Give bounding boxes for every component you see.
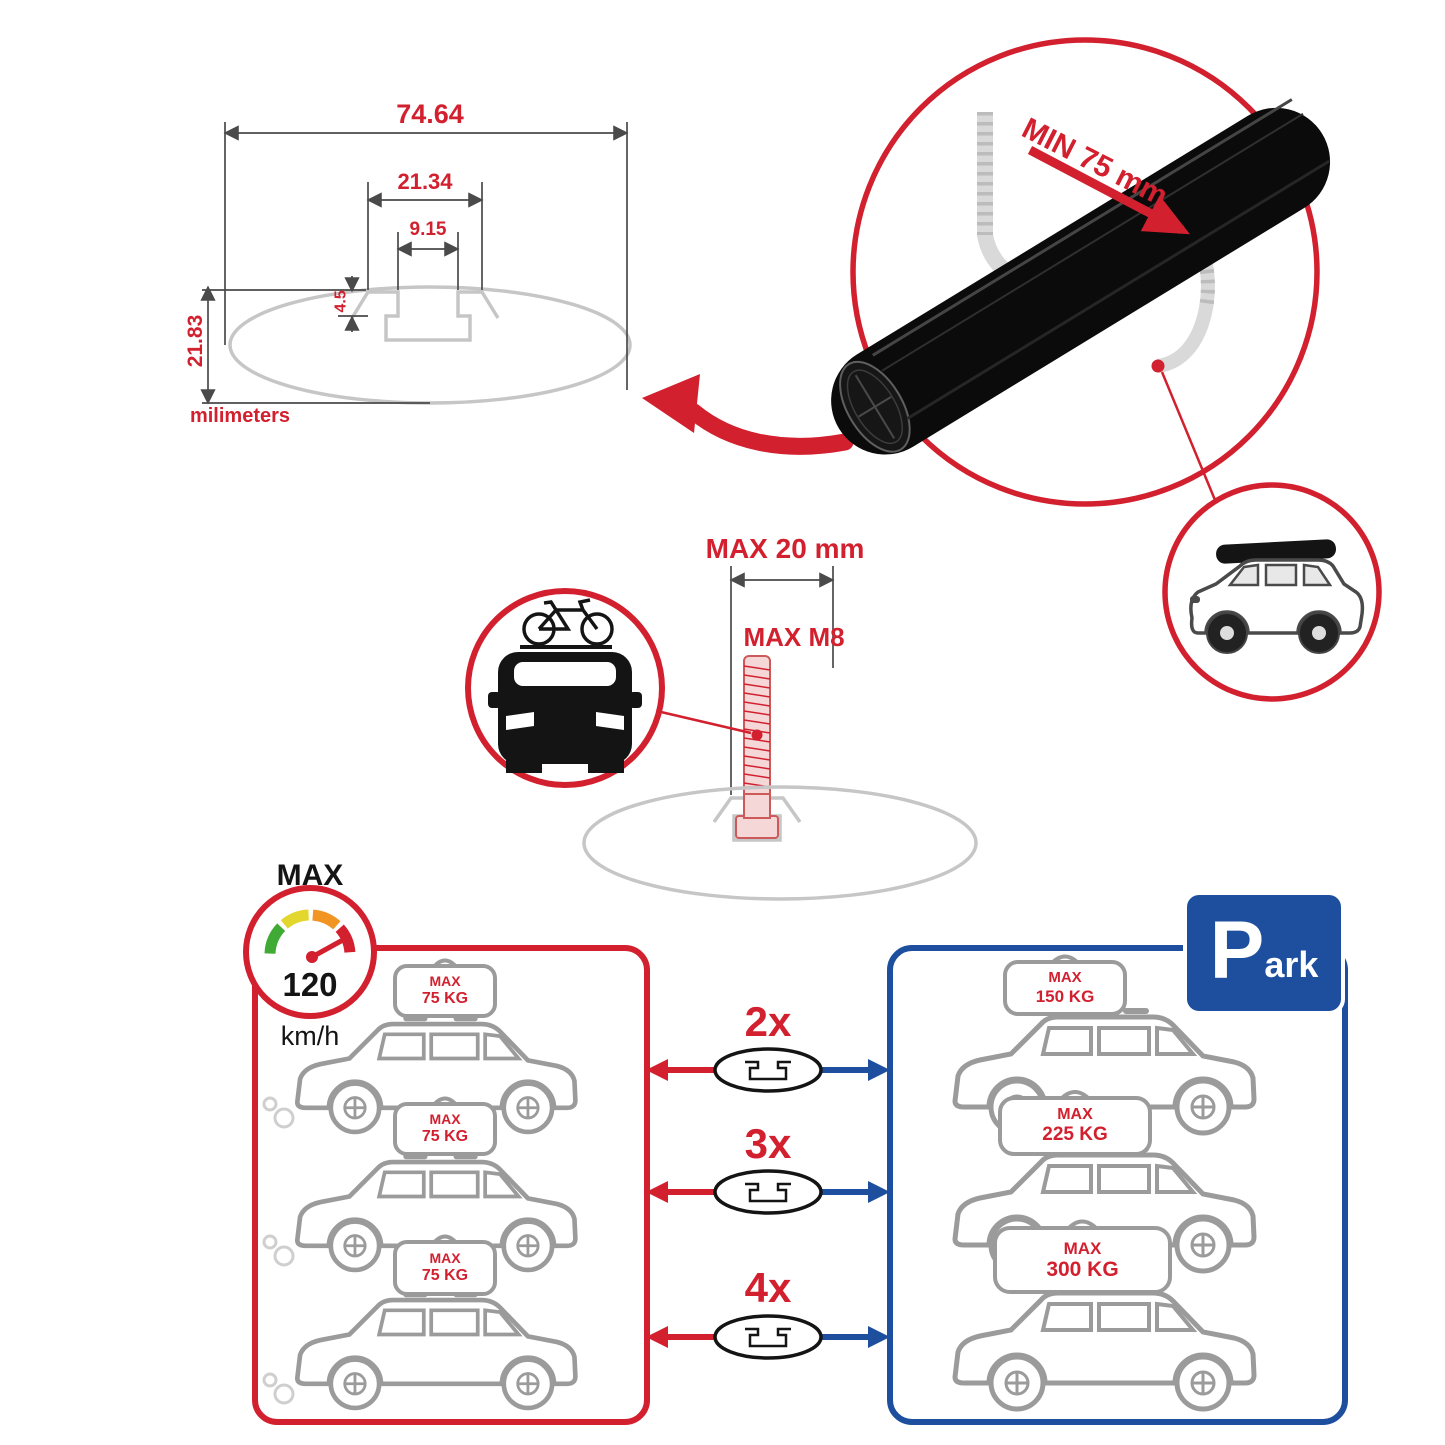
dimension-lines: [200, 122, 629, 405]
multiplier-label-2x: 2x: [744, 998, 792, 1045]
roof-load-bag-left-3: [393, 1234, 497, 1296]
crossbar-zoom-circle: [850, 37, 1320, 507]
dim-total-width-label: 74.64: [396, 99, 464, 129]
load-max-label: MAX: [429, 1111, 461, 1128]
load-value-label: 75 KG: [421, 1266, 469, 1284]
load-value-label: 75 KG: [421, 1127, 469, 1145]
multiplier-label-4x: 4x: [744, 1264, 792, 1311]
exhaust-swirl: [262, 1096, 295, 1405]
right-load-badge-1: MAX 150 KG: [1005, 962, 1125, 1014]
roof-load-bag-right-1: [1003, 954, 1127, 1016]
roof-load-bag-left-2: [393, 1096, 497, 1156]
crossbar-count-arrow-3: [646, 1314, 890, 1360]
roof-load-bag-right-2: [998, 1090, 1152, 1156]
car-bike-circle: [465, 588, 665, 788]
profile-with-bolt: [582, 785, 978, 901]
load-value-label: 150 KG: [1035, 986, 1095, 1006]
dim-channel-width-label: 21.34: [397, 169, 453, 194]
load-value-label: 225 KG: [1042, 1124, 1108, 1146]
suv-roofbox-icon: [1189, 539, 1365, 654]
load-value-label: 300 KG: [1046, 1257, 1119, 1281]
bolt-thread-illustration: [743, 655, 771, 799]
speed-unit-label: km/h: [280, 1021, 340, 1051]
load-value-label: 75 KG: [421, 989, 469, 1007]
dim-total-height-label: 21.83: [183, 314, 207, 368]
park-p-letter: P: [1209, 905, 1265, 996]
left-load-badge-1: MAX 75 KG: [395, 966, 495, 1016]
speed-value-label: 120: [282, 966, 338, 1003]
dim-slot-width-label: 9.15: [409, 219, 447, 240]
right-load-badge-3: MAX 300 KG: [995, 1228, 1170, 1292]
speedometer-icon: [243, 885, 377, 1019]
min-span-arrow: [1027, 146, 1190, 235]
suv-roofbox-circle: [1162, 482, 1382, 702]
bolt-leader-line: [660, 710, 752, 735]
load-max-label: MAX: [429, 973, 461, 990]
capacity-car-right-3: [955, 1284, 1254, 1409]
bolt-dimension-lines: [729, 566, 835, 795]
bolt-max-length-label: MAX 20 mm: [705, 533, 865, 564]
profile-dimension-drawing: [200, 122, 632, 405]
profile-ellipse: [228, 285, 632, 405]
load-max-label: MAX: [429, 1250, 461, 1267]
dim-unit-label: milimeters: [189, 405, 291, 427]
load-max-label: MAX: [1048, 969, 1082, 987]
roof-load-bag-right-3: [993, 1219, 1172, 1294]
crossbar-render: [831, 98, 1331, 455]
crossbar-count-arrow-1: [646, 1047, 890, 1093]
left-capacity-panel: [252, 945, 650, 1425]
right-load-badge-2: MAX 225 KG: [1000, 1098, 1150, 1154]
profile-channel: [350, 290, 500, 342]
dim-slot-depth-label: 4.5: [332, 290, 350, 313]
car-front-icon: [488, 652, 642, 773]
speed-max-label: MAX: [276, 859, 344, 892]
pointer-arrow-to-profile: [642, 374, 854, 455]
left-load-badge-3: MAX 75 KG: [395, 1242, 495, 1294]
roof-load-bag-left-1: [393, 958, 497, 1018]
crossbar-count-arrow-2: [646, 1169, 890, 1215]
circle-connector-line: [1160, 371, 1217, 501]
capacity-car-left-3: [297, 1292, 575, 1408]
right-capacity-panel: [887, 945, 1348, 1425]
left-load-badge-2: MAX 75 KG: [395, 1104, 495, 1154]
park-ark-suffix: ark: [1264, 944, 1319, 985]
bolt-max-thread-label: MAX M8: [743, 622, 845, 652]
park-sign: [1183, 891, 1345, 1015]
bike-icon: [522, 598, 614, 646]
load-max-label: MAX: [1063, 1238, 1102, 1258]
multiplier-label-3x: 3x: [744, 1120, 792, 1167]
clamp-contact-dot: [1151, 359, 1165, 373]
load-max-label: MAX: [1057, 1106, 1093, 1124]
